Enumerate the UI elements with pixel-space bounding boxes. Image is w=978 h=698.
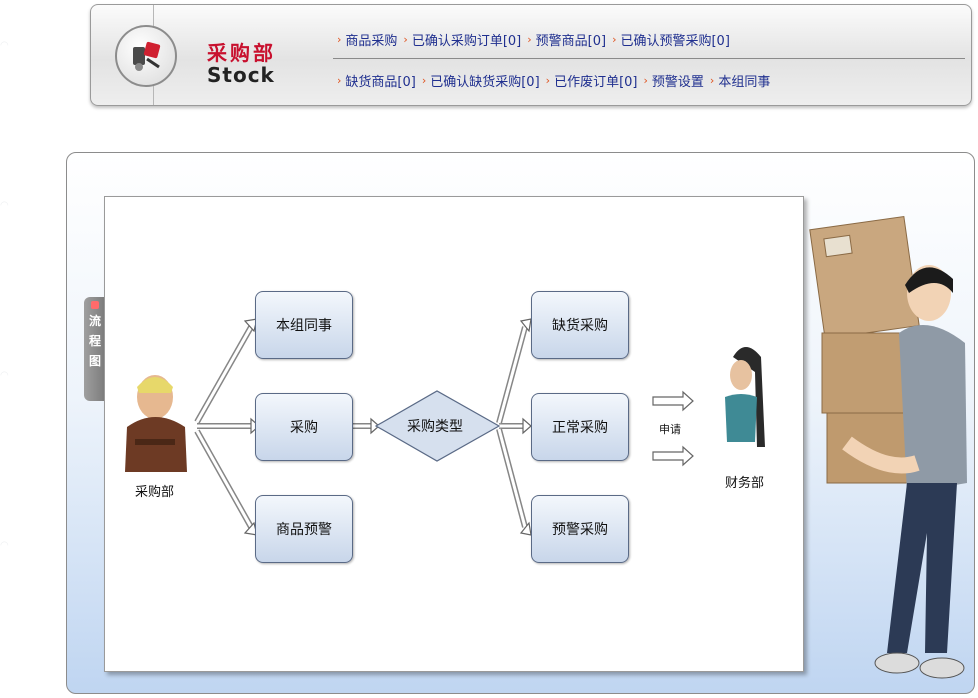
nav-separator (333, 58, 965, 59)
purchasing-manager-figure (125, 375, 187, 472)
nav-link-voided-orders[interactable]: ›已作废订单[0] (545, 74, 638, 90)
nav-link-alert-goods[interactable]: ›预警商品[0] (527, 33, 607, 49)
node-team-colleagues: 本组同事 (255, 291, 353, 359)
watermark: ◠ (0, 40, 9, 51)
watermark: ◠ (0, 200, 9, 211)
finance-woman-figure (725, 347, 765, 447)
target-dept-label: 财务部 (725, 476, 765, 491)
flowchart-side-tab[interactable]: 流 程 图 (84, 297, 106, 401)
chevron-right-icon: › (421, 74, 427, 87)
node-alert-purchase: 预警采购 (531, 495, 629, 563)
watermark: ◠ (0, 370, 9, 381)
decision-label: 采购类型 (407, 419, 463, 435)
chevron-right-icon: › (545, 74, 551, 87)
chevron-right-icon: › (527, 33, 532, 46)
node-shortage-purchase: 缺货采购 (531, 291, 629, 359)
source-dept-label: 采购部 (135, 485, 175, 500)
nav-row-1: ›商品采购 ›已确认采购订单[0] ›预警商品[0] ›已确认预警采购[0] (337, 30, 730, 49)
delivery-man-illustration (809, 216, 967, 679)
nav-link-goods-purchase[interactable]: ›商品采购 (337, 33, 398, 49)
nav-link-confirmed-orders[interactable]: ›已确认采购订单[0] (403, 33, 522, 49)
chevron-right-icon: › (643, 74, 648, 87)
flowchart-canvas: 采购部 本组同事 采购 商品预警 采购类型 缺货采购 正常采购 预警采购 申请 … (104, 196, 804, 672)
node-normal-purchase: 正常采购 (531, 393, 629, 461)
chevron-right-icon: › (709, 74, 715, 87)
tab-marker-icon (91, 301, 99, 309)
nav-link-confirmed-alert-purchase[interactable]: ›已确认预警采购[0] (612, 33, 730, 49)
module-title-en: Stock (207, 63, 275, 87)
watermark: ◠ (0, 540, 9, 551)
chevron-right-icon: › (337, 33, 342, 46)
nav-link-confirmed-shortage-purchase[interactable]: ›已确认缺货采购[0] (421, 74, 540, 90)
apply-label: 申请 (659, 423, 681, 436)
nav-row-2: ›缺货商品[0] ›已确认缺货采购[0] ›已作废订单[0] ›预警设置 ›本组… (337, 71, 770, 90)
nav-link-alert-settings[interactable]: ›预警设置 (643, 74, 704, 90)
chevron-right-icon: › (403, 33, 408, 46)
node-goods-alert: 商品预警 (255, 495, 353, 563)
node-purchase: 采购 (255, 393, 353, 461)
flow-connectors (125, 318, 765, 536)
decision-diamond (374, 390, 501, 462)
nav-link-shortage-goods[interactable]: ›缺货商品[0] (337, 74, 416, 90)
stock-logo-icon (115, 25, 177, 87)
module-title-cn: 采购部 (207, 41, 276, 65)
nav-link-team-colleagues[interactable]: ›本组同事 (709, 74, 771, 90)
chevron-right-icon: › (337, 74, 342, 87)
module-header: 采购部 Stock ›商品采购 ›已确认采购订单[0] ›预警商品[0] ›已确… (90, 4, 972, 106)
chevron-right-icon: › (612, 33, 617, 46)
